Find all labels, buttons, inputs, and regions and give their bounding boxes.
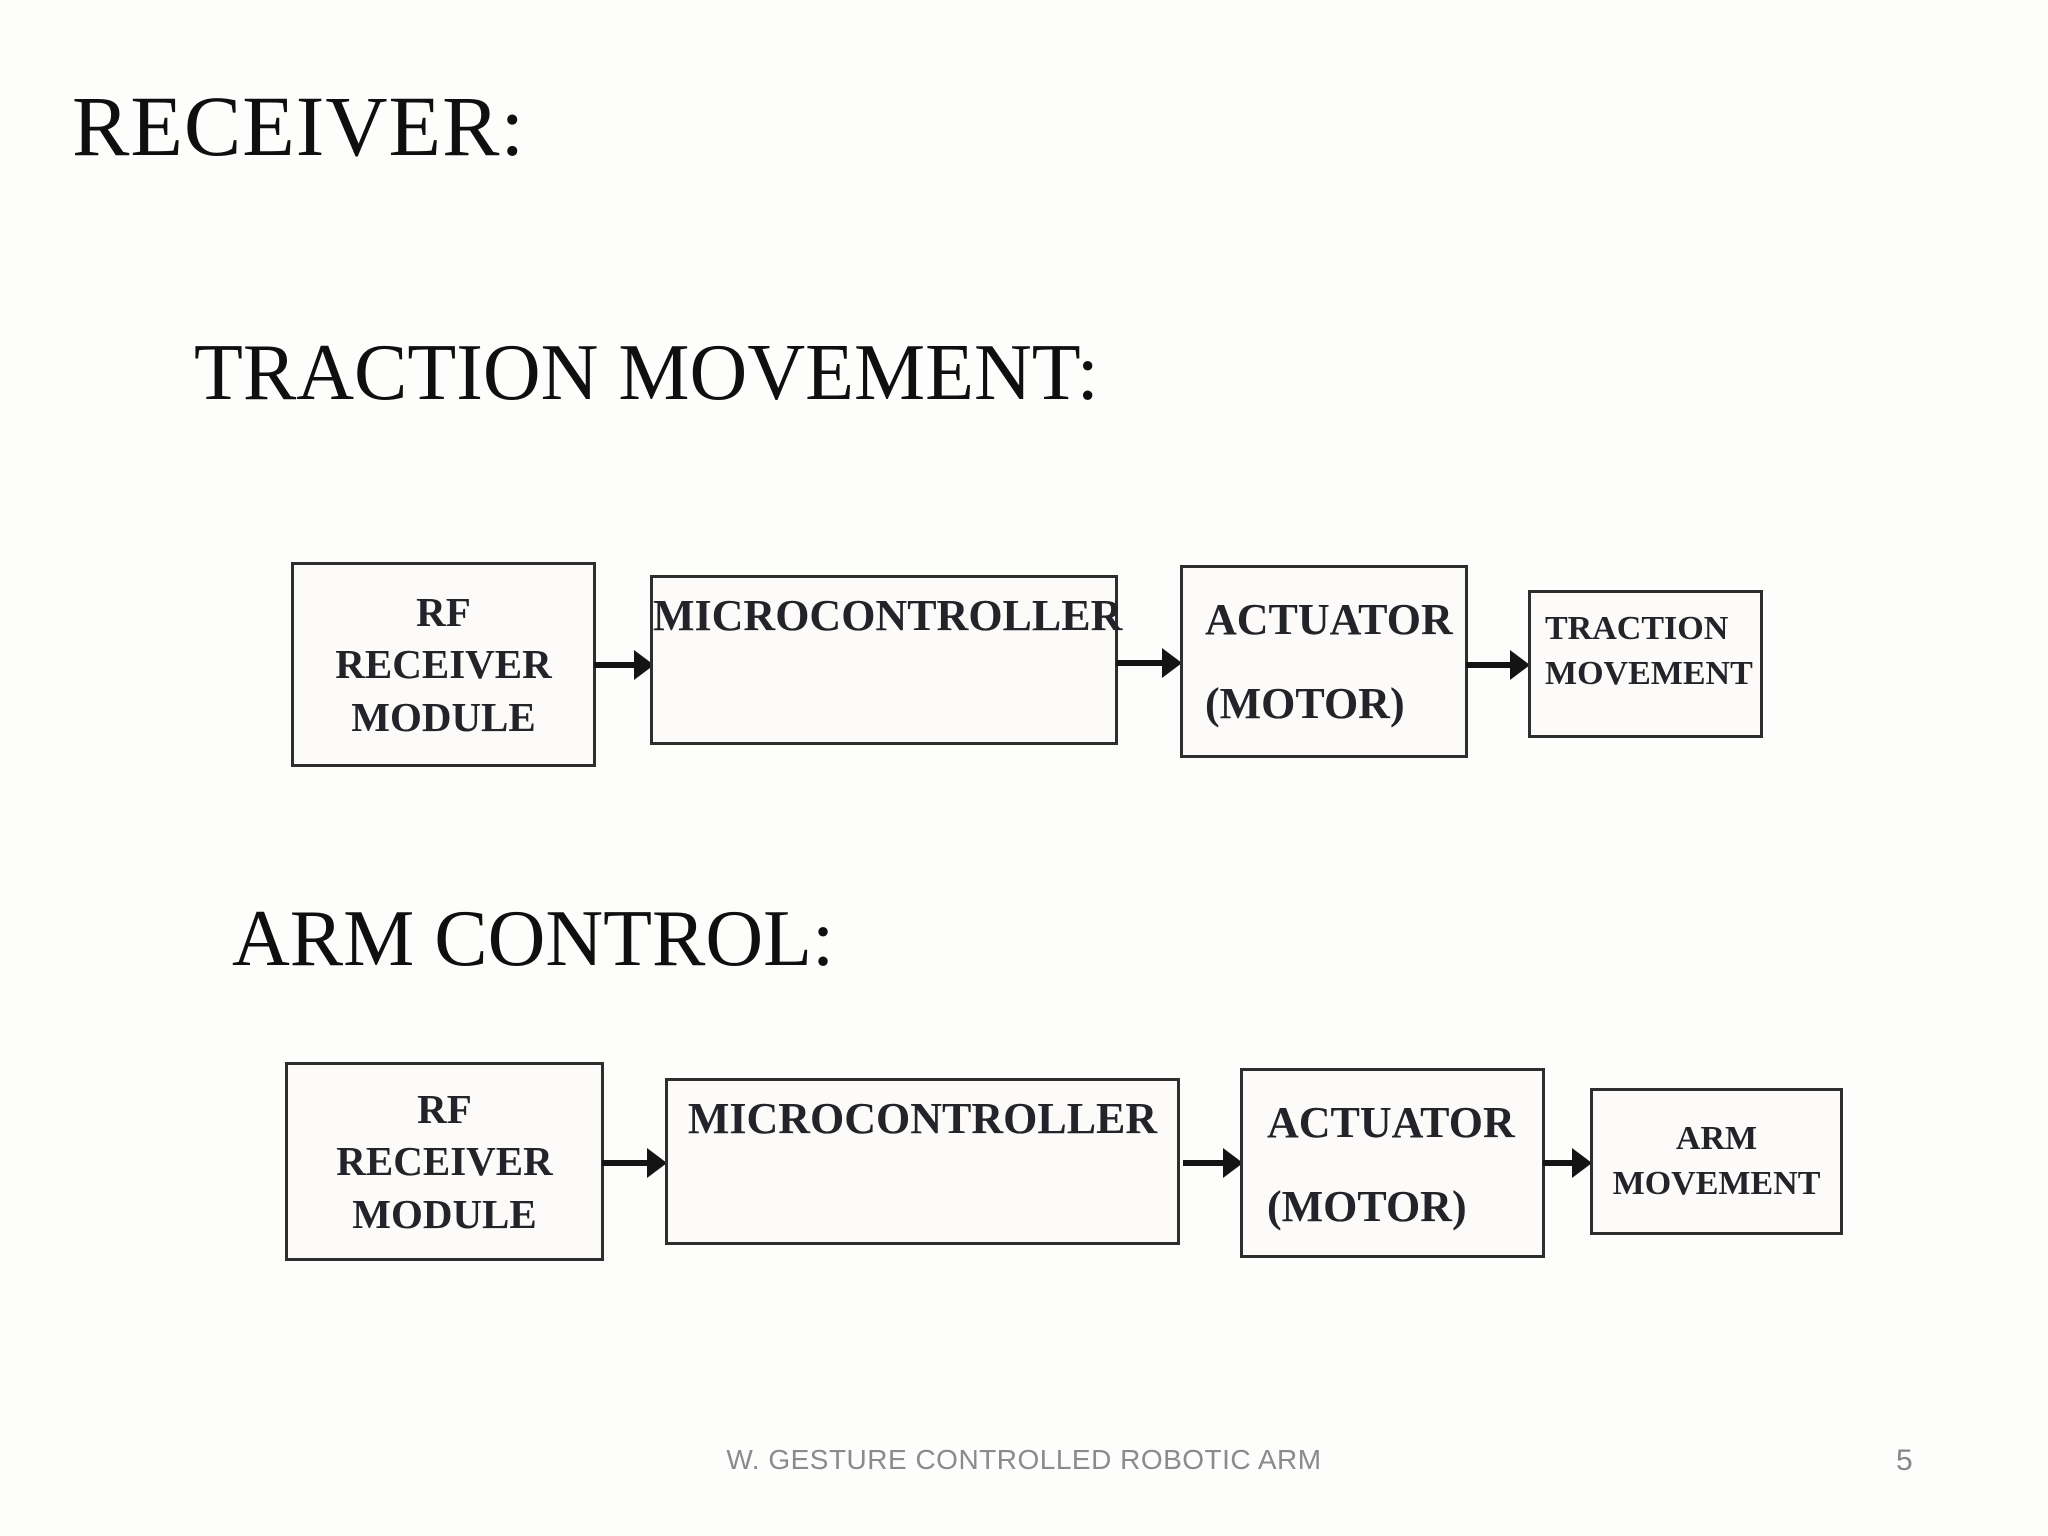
box-line: RF <box>416 588 471 635</box>
box-line: MOVEMENT <box>1545 654 1753 692</box>
box-rf-receiver-module: RF RECEIVER MODULE <box>285 1062 604 1261</box>
arrow-right-icon <box>602 1148 667 1178</box>
arrow-shaft <box>1183 1160 1227 1166</box>
arrow-shaft <box>594 662 638 668</box>
section-heading-arm: ARM CONTROL: <box>232 895 835 983</box>
arrow-head <box>1223 1148 1243 1178</box>
arrow-head <box>1510 650 1530 680</box>
box-actuator-motor: ACTUATOR (MOTOR) <box>1180 565 1468 758</box>
page-number: 5 <box>1896 1444 1913 1477</box>
box-line: MICROCONTROLLER <box>687 1094 1158 1143</box>
box-actuator-motor: ACTUATOR (MOTOR) <box>1240 1068 1545 1258</box>
box-line: ACTUATOR <box>1267 1098 1515 1147</box>
arrow-head <box>634 650 654 680</box>
arrow-shaft <box>602 1160 651 1166</box>
section-heading-traction: TRACTION MOVEMENT: <box>194 329 1099 417</box>
arrow-head <box>1572 1148 1592 1178</box>
box-line: MODULE <box>352 1190 537 1237</box>
arrow-shaft <box>1116 660 1166 666</box>
arrow-right-icon <box>594 650 654 680</box>
arrow-right-icon <box>1116 648 1182 678</box>
arrow-shaft <box>1543 1160 1576 1166</box>
box-line: (MOTOR) <box>1205 678 1405 728</box>
box-line: RECEIVER <box>335 641 552 688</box>
box-line: MICROCONTROLLER <box>653 591 1123 640</box>
box-arm-movement: ARM MOVEMENT <box>1590 1088 1843 1235</box>
arrow-head <box>647 1148 667 1178</box>
box-line: ACTUATOR <box>1205 595 1453 644</box>
arrow-right-icon <box>1466 650 1530 680</box>
box-line: RF <box>417 1085 472 1132</box>
footer-text: W. GESTURE CONTROLLED ROBOTIC ARM <box>726 1444 1322 1475</box>
slide-title: RECEIVER: <box>72 78 526 174</box>
box-line: TRACTION <box>1545 610 1729 647</box>
box-line: ARM <box>1675 1119 1758 1157</box>
box-rf-receiver-module: RF RECEIVER MODULE <box>291 562 596 767</box>
box-traction-movement: TRACTION MOVEMENT <box>1528 590 1763 738</box>
box-microcontroller: MICROCONTROLLER <box>665 1078 1180 1245</box>
box-line: RECEIVER <box>336 1138 553 1185</box>
arrow-right-icon <box>1183 1148 1243 1178</box>
arrow-right-icon <box>1543 1148 1592 1178</box>
arrow-head <box>1162 648 1182 678</box>
arrow-shaft <box>1466 662 1514 668</box>
box-line: (MOTOR) <box>1267 1181 1467 1231</box>
box-microcontroller: MICROCONTROLLER <box>650 575 1123 745</box>
box-line: MOVEMENT <box>1612 1164 1821 1202</box>
box-line: MODULE <box>351 693 536 740</box>
